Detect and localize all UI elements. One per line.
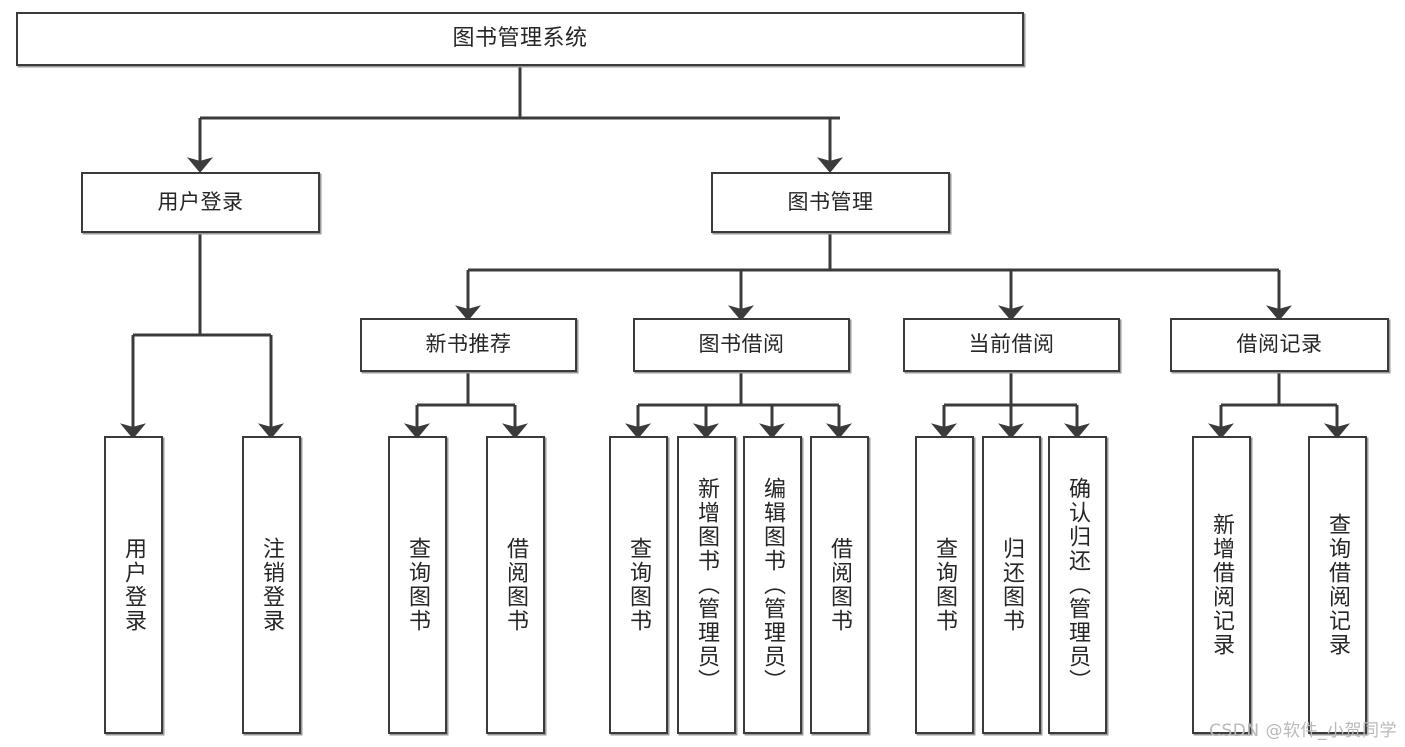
node-borrow-record[interactable]: 借阅记录 [1170, 318, 1389, 372]
node-root[interactable]: 图书管理系统 [16, 12, 1024, 66]
node-leaf-query-book-2-label: 查询图书 [626, 537, 652, 633]
node-book-borrow-label: 图书借阅 [698, 332, 785, 357]
node-leaf-borrow-book-2-label: 借阅图书 [827, 537, 853, 633]
node-leaf-add-book[interactable]: 新增图书（管理员） [677, 436, 736, 734]
node-leaf-borrow-book-1-label: 借阅图书 [503, 537, 529, 633]
node-leaf-user-login-label: 用户登录 [121, 537, 147, 633]
node-leaf-add-record-label: 新增借阅记录 [1209, 513, 1235, 657]
node-current-borrow[interactable]: 当前借阅 [903, 318, 1120, 372]
node-leaf-query-record[interactable]: 查询借阅记录 [1308, 436, 1367, 734]
node-leaf-add-book-label: 新增图书（管理员） [694, 477, 720, 693]
node-leaf-user-login[interactable]: 用户登录 [104, 436, 163, 734]
node-leaf-query-book-3[interactable]: 查询图书 [915, 436, 974, 734]
node-new-book-recommend-label: 新书推荐 [425, 332, 512, 357]
node-leaf-edit-book[interactable]: 编辑图书（管理员） [743, 436, 802, 734]
watermark-text: CSDN @软件_小贺同学 [1209, 721, 1397, 741]
node-new-book-recommend[interactable]: 新书推荐 [360, 318, 577, 372]
node-leaf-logout-login[interactable]: 注销登录 [242, 436, 301, 734]
node-leaf-query-record-label: 查询借阅记录 [1325, 513, 1351, 657]
node-leaf-query-book-1-label: 查询图书 [405, 537, 431, 633]
node-leaf-return-book[interactable]: 归还图书 [982, 436, 1041, 734]
node-user-login-label: 用户登录 [157, 189, 244, 214]
node-leaf-confirm-return[interactable]: 确认归还（管理员） [1048, 436, 1107, 734]
node-leaf-query-book-3-label: 查询图书 [932, 537, 958, 633]
node-leaf-borrow-book-1[interactable]: 借阅图书 [486, 436, 545, 734]
node-leaf-query-book-2[interactable]: 查询图书 [609, 436, 668, 734]
node-current-borrow-label: 当前借阅 [968, 332, 1055, 357]
node-leaf-query-book-1[interactable]: 查询图书 [388, 436, 447, 734]
node-leaf-borrow-book-2[interactable]: 借阅图书 [810, 436, 869, 734]
node-book-borrow[interactable]: 图书借阅 [633, 318, 850, 372]
node-leaf-add-record[interactable]: 新增借阅记录 [1192, 436, 1251, 734]
node-root-label: 图书管理系统 [452, 25, 588, 51]
node-leaf-confirm-return-label: 确认归还（管理员） [1065, 477, 1091, 693]
node-borrow-record-label: 借阅记录 [1236, 332, 1323, 357]
node-leaf-return-book-label: 归还图书 [999, 537, 1025, 633]
node-book-manage[interactable]: 图书管理 [711, 172, 950, 233]
node-leaf-logout-login-label: 注销登录 [259, 537, 285, 633]
node-user-login[interactable]: 用户登录 [81, 172, 320, 233]
node-book-manage-label: 图书管理 [787, 189, 874, 214]
node-leaf-edit-book-label: 编辑图书（管理员） [760, 477, 786, 693]
